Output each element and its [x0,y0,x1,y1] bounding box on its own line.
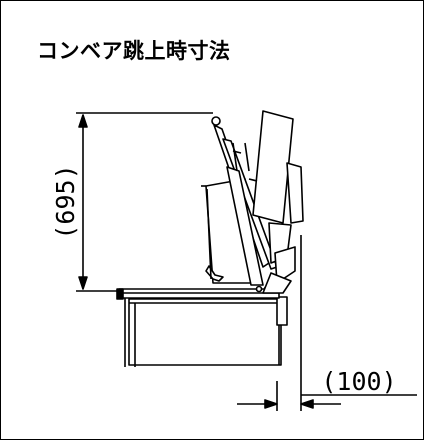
clearance-dimension-label: (100) [321,367,396,396]
base-cabinet [121,296,288,367]
diagram-title: コンベア跳上時寸法 [37,39,231,63]
base-rail [116,285,280,300]
raised-conveyor [201,116,278,286]
belt-unit [248,110,304,294]
height-dimension-label: (695) [51,164,80,239]
height-dimension [76,112,213,292]
clearance-dimension [237,235,417,411]
